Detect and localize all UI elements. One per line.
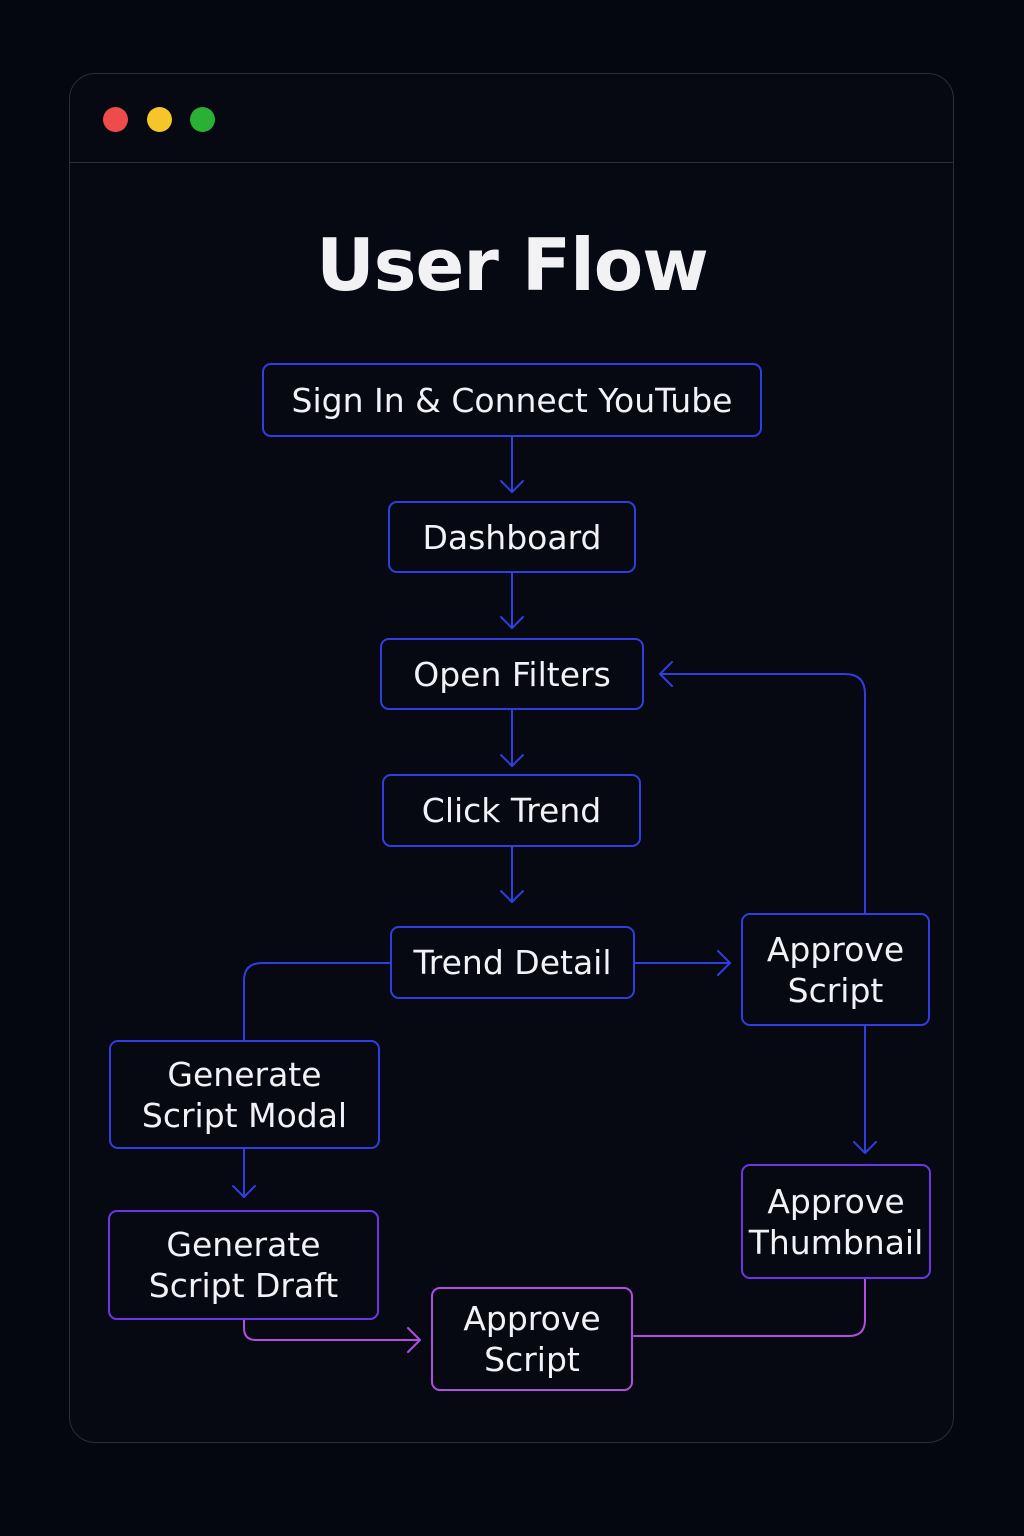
window-titlebar [70,74,953,163]
node-open-filters[interactable]: Open Filters [380,638,644,710]
node-approve-thumbnail[interactable]: Approve Thumbnail [741,1164,931,1279]
node-sign-in[interactable]: Sign In & Connect YouTube [262,363,762,437]
minimize-window-button[interactable] [147,107,172,132]
close-window-button[interactable] [103,107,128,132]
node-generate-script-modal[interactable]: Generate Script Modal [109,1040,380,1149]
node-click-trend[interactable]: Click Trend [382,774,641,847]
maximize-window-button[interactable] [190,107,215,132]
node-approve-script-bottom[interactable]: Approve Script [431,1287,633,1391]
node-trend-detail[interactable]: Trend Detail [390,926,635,999]
node-generate-script-draft[interactable]: Generate Script Draft [108,1210,379,1320]
node-dashboard[interactable]: Dashboard [388,501,636,573]
node-approve-script-right[interactable]: Approve Script [741,913,930,1026]
page-title: User Flow [316,223,709,307]
